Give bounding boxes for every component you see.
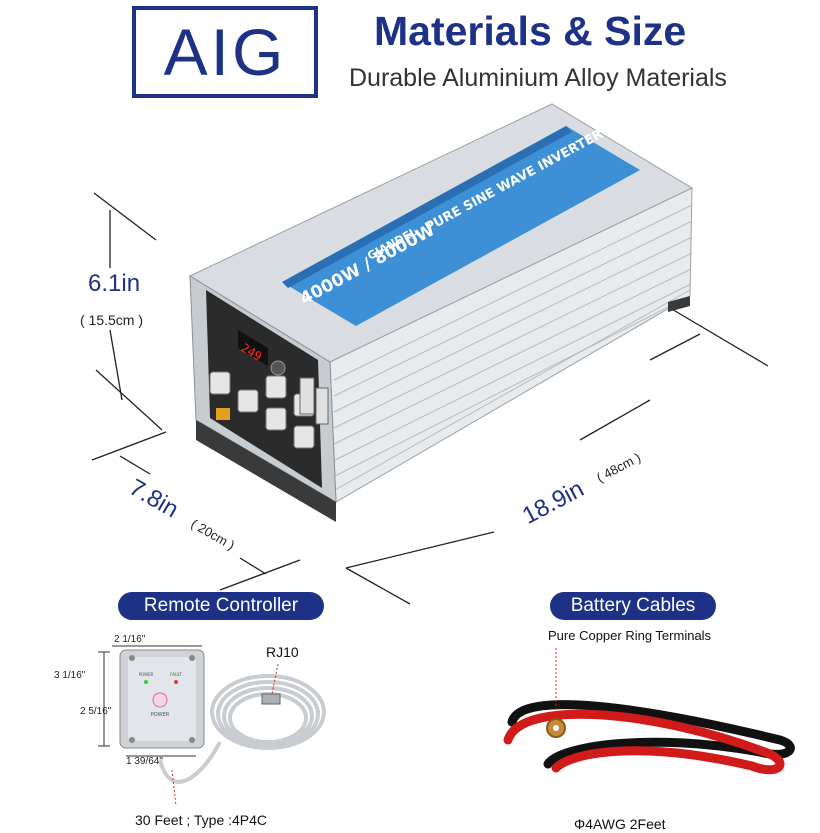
remote-controller-heading: Remote Controller [118, 592, 324, 620]
usb-port [216, 408, 230, 420]
rj10-plug [261, 693, 281, 705]
remote-cable-coil [158, 674, 326, 784]
remote-width-label: 2 1/16" [114, 634, 146, 645]
remote-cable-spec: 30 Feet ; Type :4P4C [135, 812, 268, 828]
battery-cables-heading: Battery Cables [550, 592, 716, 620]
remote-depth-label: 1 39/64" [126, 756, 163, 767]
front-panel [206, 290, 322, 488]
battery-terminals [299, 377, 329, 425]
cable-gauge-spec: Φ4AWG 2Feet [574, 816, 666, 832]
battery-cables [503, 700, 795, 775]
led-display [238, 330, 268, 366]
mounting-bracket [196, 420, 336, 522]
terminal-description: Pure Copper Ring Terminals [548, 628, 712, 643]
svg-text:POWER: POWER [139, 672, 154, 677]
page-title: Materials & Size [374, 8, 687, 54]
ac-outlets [209, 371, 315, 449]
page-subtitle: Durable Aluminium Alloy Materials [349, 64, 727, 92]
logo-text: AIG [163, 15, 287, 89]
svg-text:POWER: POWER [151, 712, 170, 718]
remote-inner-height-label: 2 5/16" [80, 706, 112, 717]
aig-logo: AIG [132, 6, 318, 98]
dimension-lines [91, 192, 769, 605]
remote-power-button [152, 692, 168, 708]
rj10-label: RJ10 [266, 644, 299, 660]
height-cm-label: ( 15.5cm ) [80, 312, 144, 328]
height-label: 6.1in [88, 270, 141, 297]
remote-controller: POWER POWER FAULT [119, 649, 205, 749]
svg-text:FAULT: FAULT [170, 672, 182, 677]
remote-dimension-lines [98, 645, 202, 757]
remote-height-label: 3 1/16" [54, 670, 86, 681]
inverter-label [282, 126, 640, 326]
cooling-fins [333, 204, 693, 491]
power-switch [270, 360, 286, 376]
